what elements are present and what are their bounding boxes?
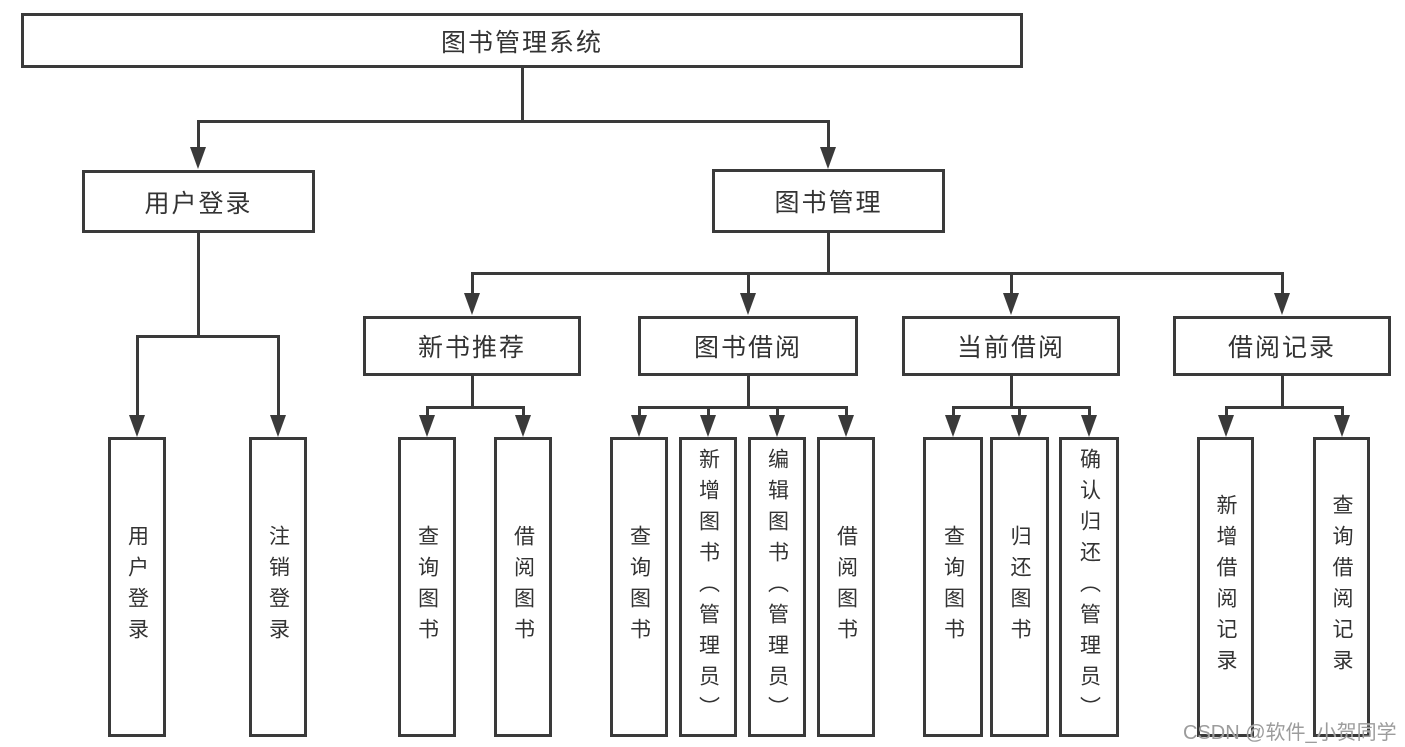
connector-line (276, 335, 280, 415)
arrow-down-icon (1081, 415, 1097, 437)
arrow-down-icon (419, 415, 435, 437)
connector-line (135, 335, 139, 415)
leaf-borrow-books: 借阅图书 (817, 437, 875, 737)
connector-line (951, 406, 955, 416)
connector-line (196, 120, 200, 147)
leaf-borrow-books-recommend: 借阅图书 (494, 437, 552, 737)
connector-line (845, 406, 848, 416)
connector-line (470, 376, 474, 406)
leaf-query-borrow-record: 查询借阅记录 (1313, 437, 1370, 737)
connector-line (1018, 406, 1021, 416)
leaf-add-borrow-record: 新增借阅记录 (1197, 437, 1254, 737)
arrow-down-icon (1218, 415, 1234, 437)
connector-line (470, 272, 1284, 275)
arrow-down-icon (631, 415, 647, 437)
leaf-return-books: 归还图书 (990, 437, 1049, 737)
arrow-down-icon (515, 415, 531, 437)
arrow-down-icon (740, 293, 756, 315)
root-node-book-management-system: 图书管理系统 (21, 13, 1023, 68)
node-borrowing-records: 借阅记录 (1173, 316, 1391, 376)
arrow-down-icon (769, 415, 785, 437)
arrow-down-icon (1011, 415, 1027, 437)
connector-line (707, 406, 710, 416)
node-book-management: 图书管理 (712, 169, 945, 233)
leaf-add-book-admin: 新增图书（管理员） (679, 437, 737, 737)
arrow-down-icon (838, 415, 854, 437)
connector-line (746, 272, 750, 293)
arrow-down-icon (1334, 415, 1350, 437)
node-new-book-recommend: 新书推荐 (363, 316, 581, 376)
node-current-borrowing: 当前借阅 (902, 316, 1120, 376)
connector-line (826, 233, 830, 272)
arrow-down-icon (129, 415, 145, 437)
arrow-down-icon (190, 147, 206, 169)
arrow-down-icon (270, 415, 286, 437)
node-user-login: 用户登录 (82, 170, 315, 233)
leaf-query-books-recommend: 查询图书 (398, 437, 456, 737)
connector-line (826, 120, 830, 147)
connector-line (951, 406, 1091, 409)
arrow-down-icon (700, 415, 716, 437)
connector-line (1280, 376, 1284, 406)
connector-line (521, 406, 525, 416)
connector-line (1280, 272, 1284, 293)
csdn-watermark: CSDN @软件_小贺同学 (1183, 722, 1397, 744)
arrow-down-icon (1003, 293, 1019, 315)
connector-line (1009, 272, 1013, 293)
connector-line (1224, 406, 1344, 409)
connector-line (776, 406, 779, 416)
arrow-down-icon (1274, 293, 1290, 315)
node-book-borrowing: 图书借阅 (638, 316, 858, 376)
connector-line (520, 68, 524, 120)
arrow-down-icon (464, 293, 480, 315)
connector-line (1009, 376, 1013, 406)
arrow-down-icon (945, 415, 961, 437)
connector-line (135, 335, 280, 338)
arrow-down-icon (820, 147, 836, 169)
connector-line (638, 406, 641, 416)
connector-line (425, 406, 525, 409)
leaf-user-login: 用户登录 (108, 437, 166, 737)
connector-line (1340, 406, 1344, 416)
connector-line (196, 233, 200, 335)
leaf-edit-book-admin: 编辑图书（管理员） (748, 437, 806, 737)
connector-line (638, 406, 848, 409)
connector-line (470, 272, 474, 293)
connector-line (1224, 406, 1228, 416)
leaf-query-books-borrowing: 查询图书 (610, 437, 668, 737)
connector-line (425, 406, 429, 416)
leaf-query-books-current: 查询图书 (923, 437, 983, 737)
leaf-logout: 注销登录 (249, 437, 307, 737)
connector-line (1087, 406, 1091, 416)
connector-line (196, 120, 830, 123)
leaf-confirm-return-admin: 确认归还（管理员） (1059, 437, 1119, 737)
connector-line (746, 376, 750, 406)
